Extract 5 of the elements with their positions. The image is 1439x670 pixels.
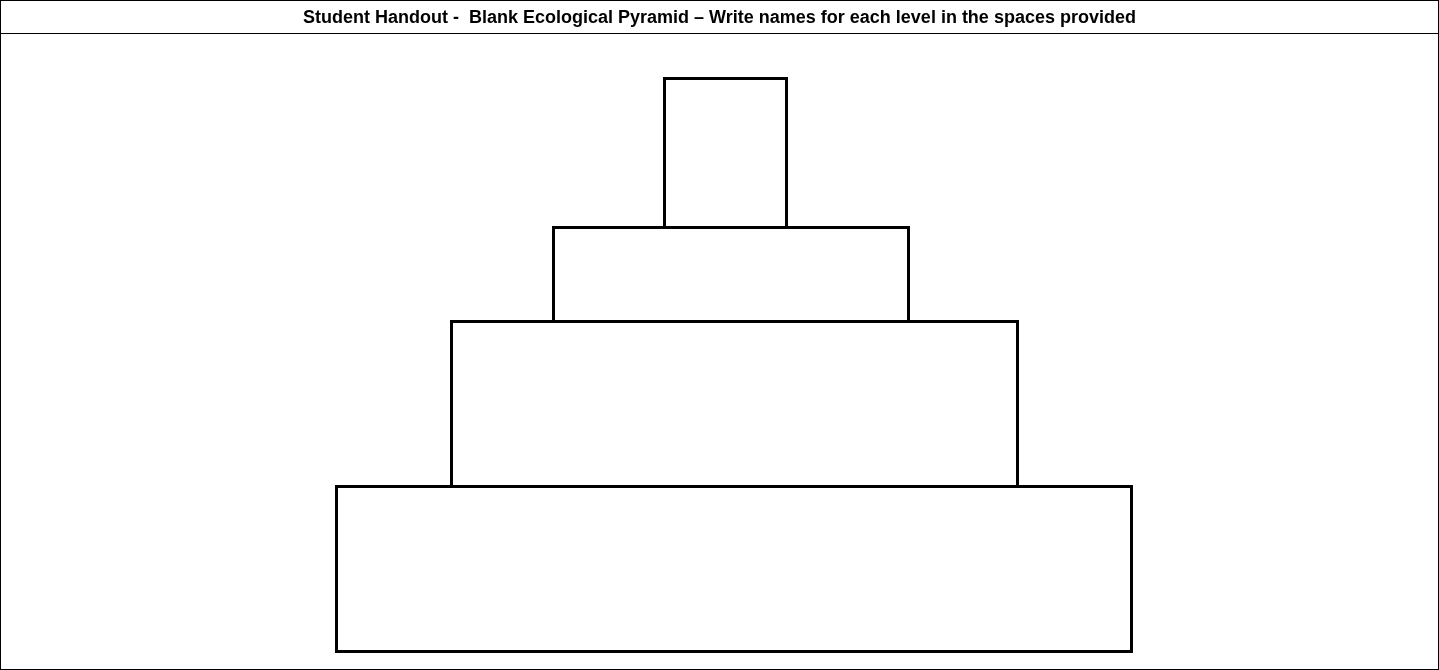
pyramid-level-answer-box: [335, 485, 1133, 653]
handout-title: Student Handout - Blank Ecological Pyramid – Write names for each level in the spaces provided: [303, 6, 1136, 28]
pyramid-level-answer-box: [663, 77, 788, 229]
pyramid-level-answer-box: [450, 320, 1019, 488]
pyramid-level-answer-box: [552, 226, 910, 323]
